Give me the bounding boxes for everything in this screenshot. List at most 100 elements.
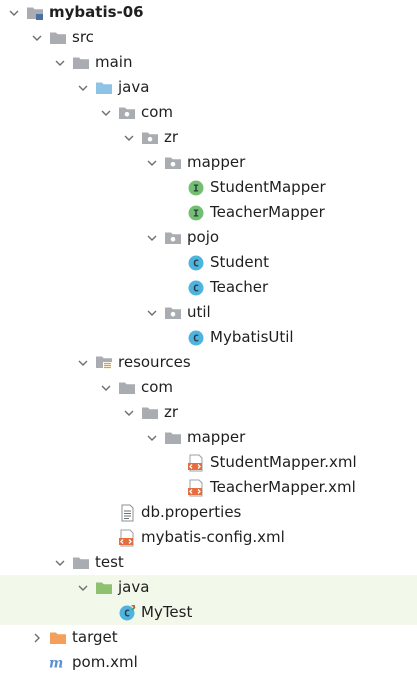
tree-row-java[interactable]: java [0,75,417,100]
properties-file-icon [118,504,136,522]
tree-item-label: pojo [187,228,220,246]
tree-row-main[interactable]: main [0,50,417,75]
tree-row-util[interactable]: util [0,300,417,325]
tree-spacer [99,531,113,545]
tree-row-mybatisutil[interactable]: C MybatisUtil [0,325,417,350]
chevron-down-icon[interactable] [145,231,159,245]
test-class-icon: C [118,604,136,622]
chevron-down-icon[interactable] [145,156,159,170]
chevron-down-icon[interactable] [53,556,67,570]
tree-row-studentmapper-xml[interactable]: StudentMapper.xml [0,450,417,475]
folder-icon [72,554,90,572]
resources-folder-icon [95,354,113,372]
xml-file-icon [187,479,205,497]
tree-item-label: src [72,28,94,46]
package-icon [141,129,159,147]
svg-text:C: C [193,333,199,344]
tree-spacer [99,606,113,620]
interface-icon: I [187,179,205,197]
chevron-down-icon[interactable] [122,131,136,145]
tree-row-mapper[interactable]: mapper [0,425,417,450]
chevron-right-icon[interactable] [30,631,44,645]
tree-item-label: java [118,578,150,596]
tree-item-label: db.properties [141,503,242,521]
svg-text:C: C [193,258,199,269]
test-root-folder-icon [95,579,113,597]
svg-text:C: C [193,283,199,294]
chevron-down-icon[interactable] [99,106,113,120]
tree-row-mytest[interactable]: C MyTest [0,600,417,625]
tree-spacer [99,506,113,520]
tree-spacer [168,331,182,345]
folder-icon [72,54,90,72]
tree-spacer [168,181,182,195]
tree-item-label: MyTest [141,603,193,621]
svg-text:m: m [49,655,63,671]
tree-item-label: resources [118,353,191,371]
tree-row-mybatis-config-xml[interactable]: mybatis-config.xml [0,525,417,550]
tree-row-pojo[interactable]: pojo [0,225,417,250]
folder-icon [141,404,159,422]
tree-item-label: TeacherMapper.xml [210,478,356,496]
tree-row-teacher[interactable]: C Teacher [0,275,417,300]
package-icon [164,229,182,247]
chevron-down-icon[interactable] [30,31,44,45]
chevron-down-icon[interactable] [76,81,90,95]
tree-row-com[interactable]: com [0,100,417,125]
folder-icon [164,429,182,447]
tree-item-label: util [187,303,211,321]
tree-spacer [30,656,44,670]
folder-icon [49,29,67,47]
tree-item-label: StudentMapper.xml [210,453,357,471]
tree-item-label: mybatis-config.xml [141,528,285,546]
tree-item-label: com [141,378,174,396]
chevron-down-icon[interactable] [53,56,67,70]
class-icon: C [187,254,205,272]
tree-row-db-properties[interactable]: db.properties [0,500,417,525]
chevron-down-icon[interactable] [145,431,159,445]
tree-row-java[interactable]: java [0,575,417,600]
tree-spacer [168,481,182,495]
tree-item-label: test [95,553,124,571]
tree-row-mybatis-06[interactable]: mybatis-06 [0,0,417,25]
tree-item-label: main [95,53,133,71]
tree-row-com[interactable]: com [0,375,417,400]
tree-row-src[interactable]: src [0,25,417,50]
tree-row-resources[interactable]: resources [0,350,417,375]
tree-row-mapper[interactable]: mapper [0,150,417,175]
source-root-folder-icon [95,79,113,97]
tree-row-target[interactable]: target [0,625,417,650]
tree-item-label: zr [164,128,179,146]
tree-item-label: Teacher [210,278,269,296]
chevron-down-icon[interactable] [7,6,21,20]
tree-item-label: TeacherMapper [210,203,325,221]
chevron-down-icon[interactable] [99,381,113,395]
package-icon [164,154,182,172]
chevron-down-icon[interactable] [145,306,159,320]
folder-icon [118,379,136,397]
tree-spacer [168,206,182,220]
svg-text:I: I [193,208,199,219]
xml-file-icon [118,529,136,547]
excluded-folder-icon [49,629,67,647]
svg-text:C: C [124,608,130,619]
xml-file-icon [187,454,205,472]
svg-text:I: I [193,183,199,194]
tree-row-zr[interactable]: zr [0,400,417,425]
tree-row-test[interactable]: test [0,550,417,575]
tree-item-label: com [141,103,174,121]
tree-row-teachermapper-xml[interactable]: TeacherMapper.xml [0,475,417,500]
package-icon [118,104,136,122]
maven-icon: m [49,654,67,672]
tree-row-zr[interactable]: zr [0,125,417,150]
chevron-down-icon[interactable] [76,356,90,370]
chevron-down-icon[interactable] [122,406,136,420]
chevron-down-icon[interactable] [76,581,90,595]
package-icon [164,304,182,322]
tree-row-teachermapper[interactable]: I TeacherMapper [0,200,417,225]
tree-item-label: MybatisUtil [210,328,294,346]
tree-item-label: mapper [187,428,246,446]
